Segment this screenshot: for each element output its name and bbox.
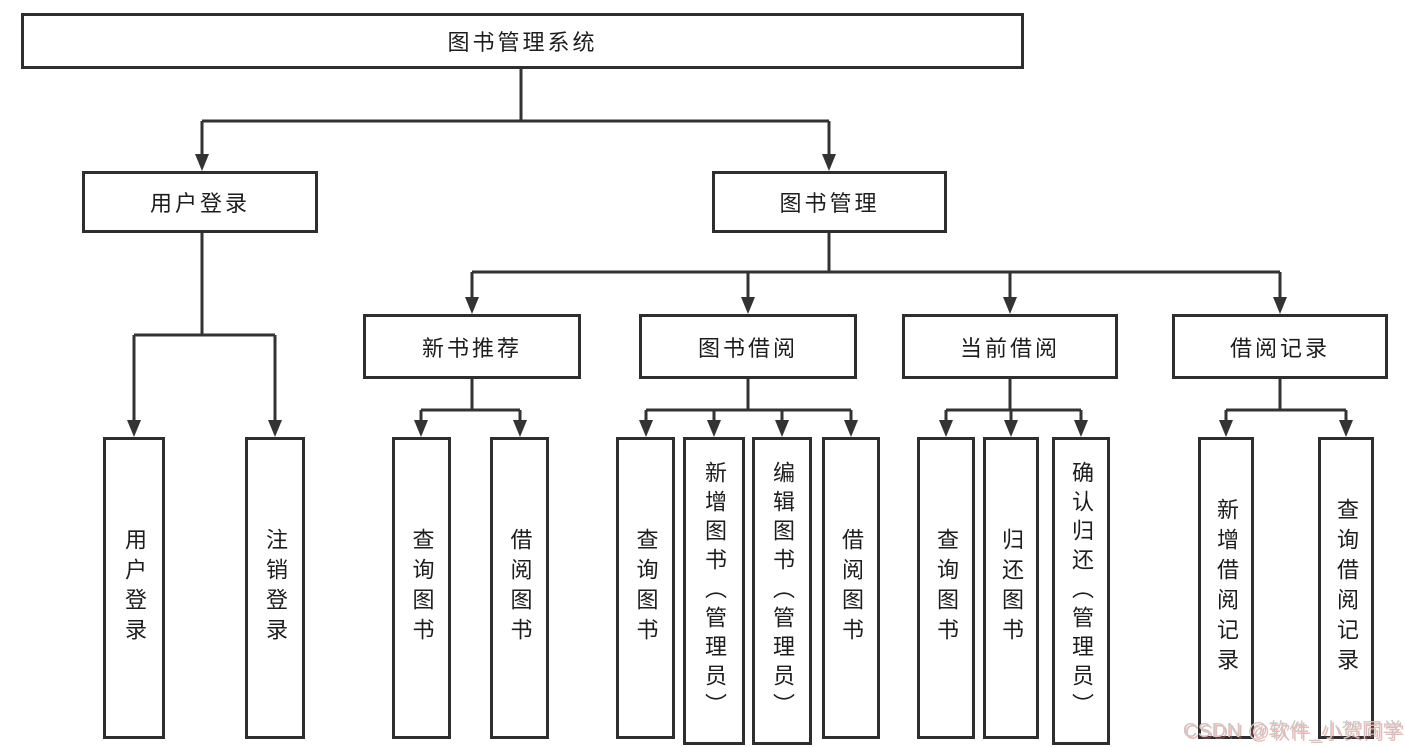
leaf-label: 注销登录 xyxy=(263,528,288,648)
leaf-label: 查询图书 xyxy=(633,528,659,648)
leaf-user-login: 用户登录 xyxy=(103,437,165,739)
leaf-borrow-books-recommend: 借阅图书 xyxy=(490,437,549,739)
leaf-borrow-books: 借阅图书 xyxy=(822,437,880,739)
leaf-confirm-return-admin: 确认归还（管理员） xyxy=(1052,437,1110,745)
leaf-label: 编辑图书（管理员） xyxy=(770,460,795,722)
node-borrowing-records: 借阅记录 xyxy=(1172,314,1388,379)
leaf-query-borrow-record: 查询借阅记录 xyxy=(1318,437,1374,739)
connector-currentborrow-to-leaves xyxy=(944,379,1083,424)
arrowhead-icon xyxy=(1339,420,1353,437)
node-book-borrowing: 图书借阅 xyxy=(639,314,857,379)
connector-userlogin-to-leaves xyxy=(132,233,277,424)
leaf-query-books-recommend: 查询图书 xyxy=(392,437,451,739)
node-library-system: 图书管理系统 xyxy=(21,13,1024,69)
arrowhead-icon xyxy=(1219,420,1233,437)
arrowhead-icon xyxy=(707,420,721,437)
leaf-label: 查询借阅记录 xyxy=(1334,498,1359,678)
connector-bookborrow-to-leaves xyxy=(644,379,853,424)
leaf-label: 查询图书 xyxy=(934,528,959,648)
arrowhead-icon xyxy=(268,420,282,437)
leaf-label: 确认归还（管理员） xyxy=(1069,460,1094,722)
connector-root-to-level2 xyxy=(200,69,831,158)
arrowhead-icon xyxy=(1004,420,1018,437)
leaf-return-books: 归还图书 xyxy=(983,437,1039,739)
leaf-label: 新增图书（管理员） xyxy=(702,460,727,722)
arrowhead-icon xyxy=(1273,297,1287,314)
connector-bookmgmt-to-level3 xyxy=(470,233,1282,300)
arrowhead-icon xyxy=(939,420,953,437)
arrowhead-icon xyxy=(465,297,479,314)
arrowhead-icon xyxy=(1074,420,1088,437)
leaf-add-borrow-record: 新增借阅记录 xyxy=(1198,437,1254,739)
leaf-label: 用户登录 xyxy=(122,528,147,648)
leaf-label: 归还图书 xyxy=(999,528,1024,648)
arrowhead-icon xyxy=(844,420,858,437)
node-new-book-recommendation: 新书推荐 xyxy=(363,314,581,379)
leaf-logout: 注销登录 xyxy=(245,437,305,739)
leaf-query-books-borrow: 查询图书 xyxy=(616,437,675,739)
node-user-login: 用户登录 xyxy=(82,171,318,233)
arrowhead-icon xyxy=(127,420,141,437)
connector-newbookrec-to-leaves xyxy=(419,379,522,424)
node-book-management: 图书管理 xyxy=(712,171,947,233)
arrowhead-icon xyxy=(195,154,209,171)
node-current-borrowing: 当前借阅 xyxy=(902,314,1118,379)
leaf-query-books-current: 查询图书 xyxy=(917,437,975,739)
leaf-label: 借阅图书 xyxy=(839,528,864,648)
arrowhead-icon xyxy=(741,297,755,314)
csdn-watermark: CSDN @软件_小贺同学 xyxy=(1182,720,1403,742)
arrowhead-icon xyxy=(1003,297,1017,314)
leaf-label: 借阅图书 xyxy=(507,528,533,648)
arrowhead-icon xyxy=(639,420,653,437)
leaf-label: 查询图书 xyxy=(409,528,435,648)
arrowhead-icon xyxy=(775,420,789,437)
leaf-edit-books-admin: 编辑图书（管理员） xyxy=(752,437,812,745)
arrowhead-icon xyxy=(414,420,428,437)
leaf-label: 新增借阅记录 xyxy=(1214,498,1239,678)
connector-borrowrecords-to-leaves xyxy=(1224,379,1348,424)
leaf-add-books-admin: 新增图书（管理员） xyxy=(683,437,745,745)
arrowhead-icon xyxy=(822,154,836,171)
arrowhead-icon xyxy=(513,420,527,437)
